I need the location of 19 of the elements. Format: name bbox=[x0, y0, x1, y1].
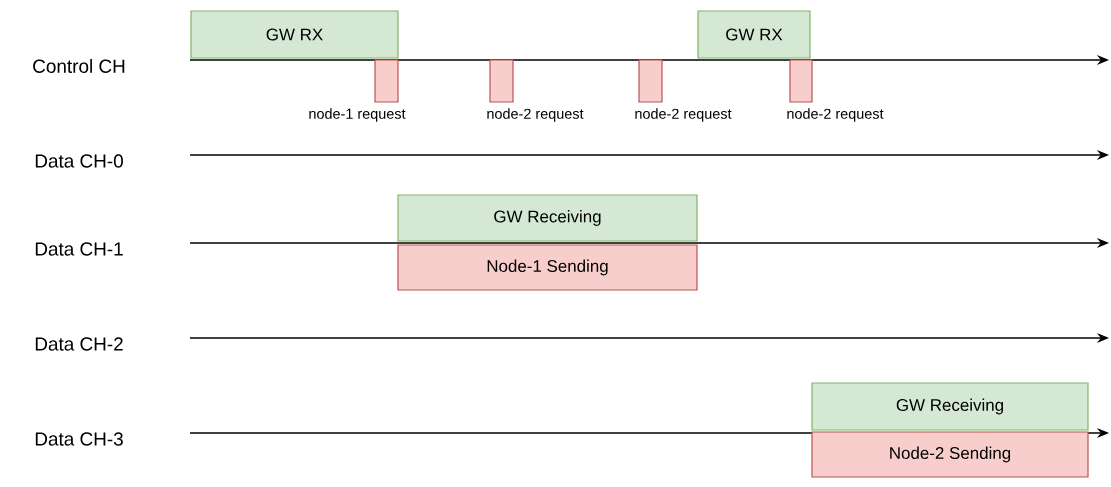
process-box: GW Receiving bbox=[811, 382, 1089, 431]
request-label: node-2 request bbox=[635, 108, 732, 122]
process-box: Node-1 Sending bbox=[397, 244, 698, 291]
channel-label: Data CH-0 bbox=[35, 154, 123, 168]
channel-label: Control CH bbox=[33, 59, 125, 73]
channel-label: Data CH-1 bbox=[35, 242, 123, 256]
request-label: node-2 request bbox=[787, 108, 884, 122]
request-box bbox=[789, 59, 813, 103]
request-box bbox=[489, 59, 514, 103]
request-box bbox=[638, 59, 663, 103]
process-box: GW RX bbox=[697, 10, 811, 59]
channel-label: Data CH-2 bbox=[35, 337, 123, 351]
process-box: GW RX bbox=[190, 10, 399, 59]
process-box: GW Receiving bbox=[397, 194, 698, 242]
request-label: node-2 request bbox=[487, 108, 584, 122]
channel-label: Data CH-3 bbox=[35, 432, 123, 446]
request-box bbox=[374, 59, 399, 103]
process-box: Node-2 Sending bbox=[811, 431, 1089, 478]
request-label: node-1 request bbox=[309, 108, 406, 122]
